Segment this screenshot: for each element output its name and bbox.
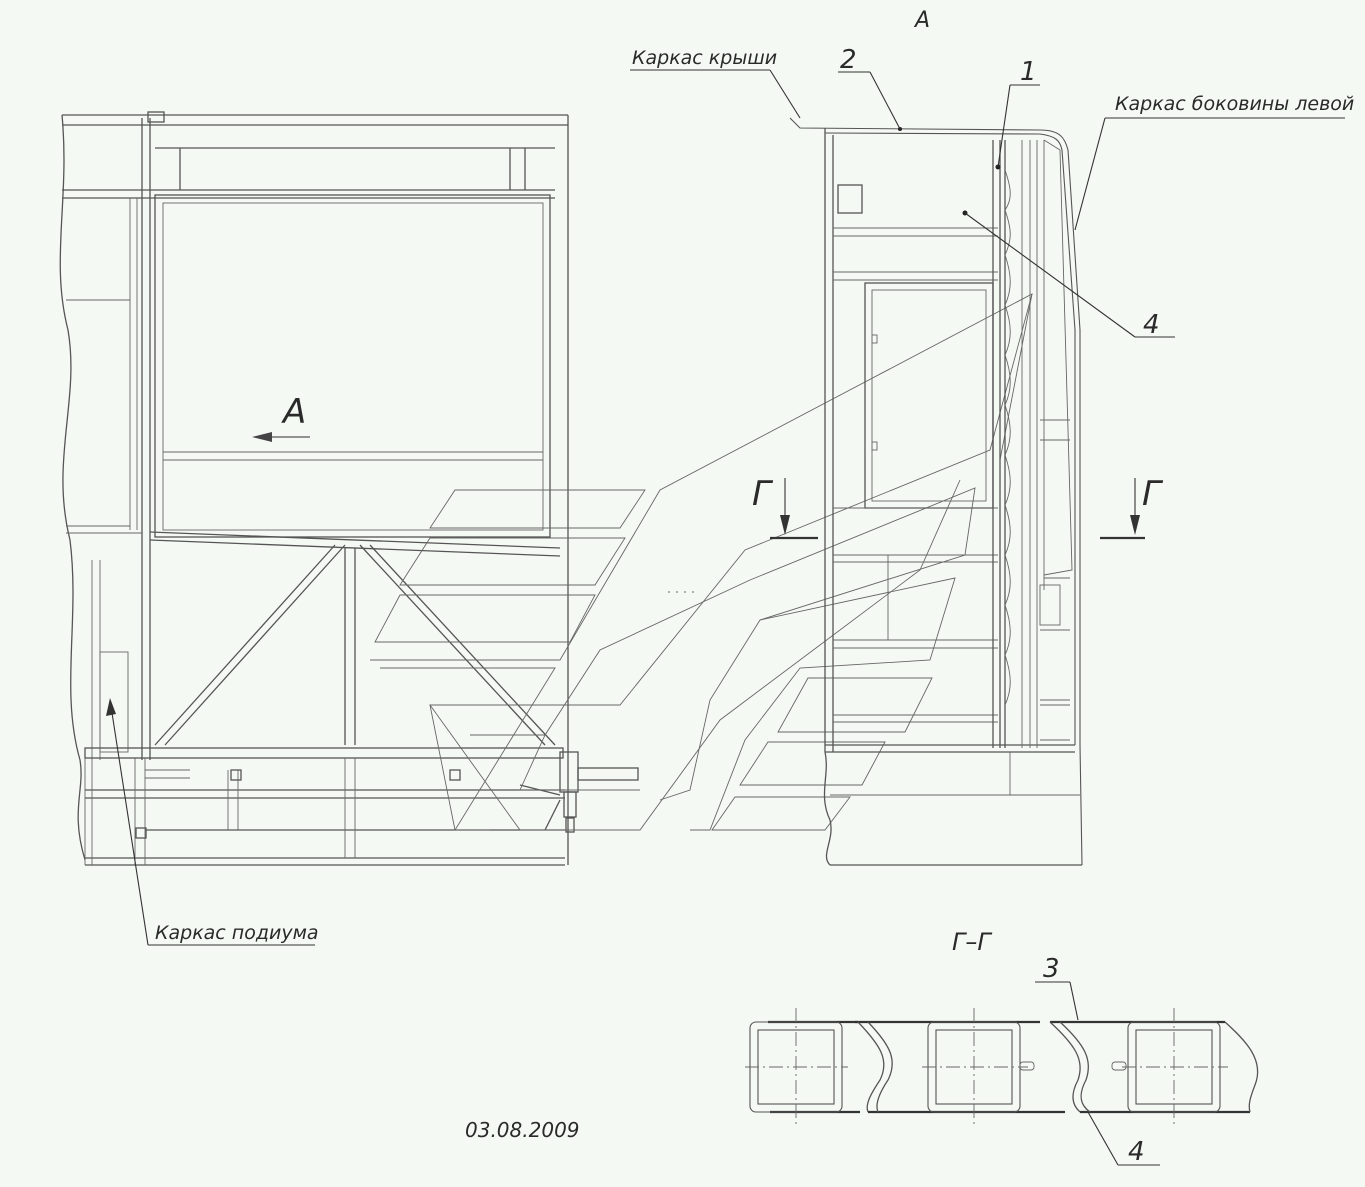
arrow-a-label: А <box>281 392 306 432</box>
section-mark-right: Г <box>1142 474 1164 514</box>
section-marks <box>770 478 1145 540</box>
roof-frame-label: Каркас крыши <box>632 47 777 69</box>
view-a <box>789 117 1083 866</box>
position-2: 2 <box>840 45 857 75</box>
position-1: 1 <box>1020 57 1037 87</box>
position-4-top: 4 <box>1143 310 1160 340</box>
drawing-date: 03.08.2009 <box>465 1118 580 1142</box>
left-frame-view <box>59 111 639 866</box>
podium-frame-label: Каркас подиума <box>155 922 319 944</box>
position-4-bottom: 4 <box>1128 1137 1145 1167</box>
section-g-g <box>745 1008 1259 1126</box>
position-3: 3 <box>1043 954 1060 984</box>
section-mark-left: Г <box>752 474 774 514</box>
annotations: А Каркас крыши 2 1 Каркас боковины левой… <box>106 8 1354 1167</box>
section-title: Г–Г <box>952 928 992 956</box>
left-side-frame-label: Каркас боковины левой <box>1115 93 1354 115</box>
projection-shapes <box>370 293 1033 831</box>
view-label: А <box>913 8 930 33</box>
